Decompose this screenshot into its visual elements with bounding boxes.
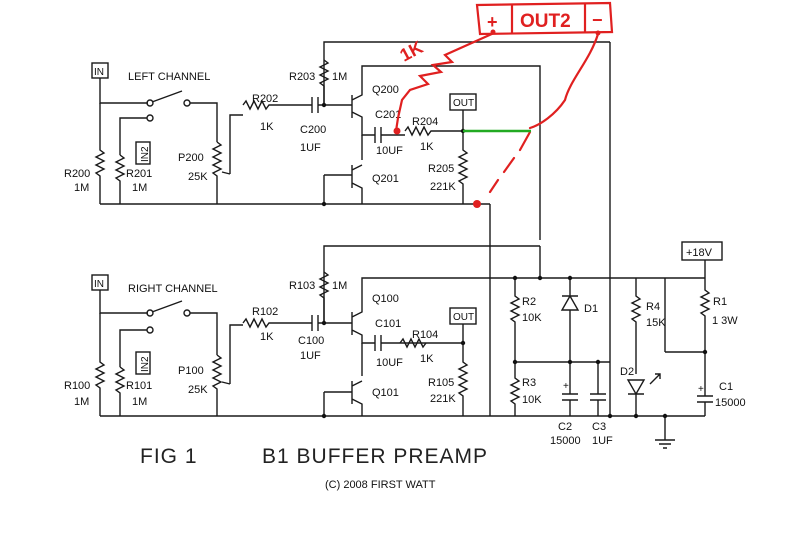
d2-label: D2 <box>620 366 634 378</box>
left-channel: IN LEFT CHANNEL IN2 R200 1M R201 1M P200… <box>64 41 610 240</box>
left-out-label: OUT <box>453 98 474 109</box>
q200-label: Q200 <box>372 84 399 96</box>
r103-label: R103 <box>289 280 315 292</box>
r103-value: 1M <box>332 280 347 292</box>
r200-value: 1M <box>74 182 89 194</box>
r204-label: R204 <box>412 116 438 128</box>
right-channel: IN RIGHT CHANNEL IN2 R100 1M R101 1M P10… <box>64 245 705 419</box>
out2-minus: − <box>592 10 603 30</box>
out2-box <box>475 1 614 36</box>
r200-label: R200 <box>64 168 90 180</box>
left-in-label: IN <box>94 67 104 78</box>
q100-label: Q100 <box>372 293 399 305</box>
r4-label: R4 <box>646 301 660 313</box>
figure-title: B1 BUFFER PREAMP <box>262 445 488 468</box>
q201-label: Q201 <box>372 173 399 185</box>
d1-label: D1 <box>584 303 598 315</box>
c1-label: C1 <box>719 381 733 393</box>
right-channel-label: RIGHT CHANNEL <box>128 283 218 295</box>
c200-value: 1UF <box>300 142 321 154</box>
figure-number: FIG 1 <box>140 445 198 468</box>
v18-label: +18V <box>686 247 713 259</box>
c101-value: 10UF <box>376 357 403 369</box>
c100-value: 1UF <box>300 350 321 362</box>
r205-label: R205 <box>428 163 454 175</box>
power-supply: R2 10K D1 R3 10K + C2 15000 C3 1UF R4 15… <box>489 42 746 449</box>
right-in-label: IN <box>94 279 104 290</box>
c3-value: 1UF <box>592 435 613 447</box>
p100-label: P100 <box>178 365 204 377</box>
r3-value: 10K <box>522 394 542 406</box>
r105-label: R105 <box>428 377 454 389</box>
r104-value: 1K <box>420 353 434 365</box>
p100-value: 25K <box>188 384 208 396</box>
c200-label: C200 <box>300 124 326 136</box>
p200-value: 25K <box>188 171 208 183</box>
hand-annotations: + OUT2 − 1K <box>393 1 614 208</box>
r204-value: 1K <box>420 141 434 153</box>
r201-label: R201 <box>126 168 152 180</box>
left-in2-box <box>135 141 151 165</box>
r100-value: 1M <box>74 396 89 408</box>
r1-value: 1 3W <box>712 315 738 327</box>
r202-value: 1K <box>260 121 274 133</box>
c100-label: C100 <box>298 335 324 347</box>
right-in2-label: IN2 <box>140 356 151 372</box>
r201-value: 1M <box>132 182 147 194</box>
r2-value: 10K <box>522 312 542 324</box>
svg-text:+: + <box>698 384 704 395</box>
c2-value: 15000 <box>550 435 581 447</box>
r101-value: 1M <box>132 396 147 408</box>
v18-box <box>681 241 723 261</box>
p200-label: P200 <box>178 152 204 164</box>
out2-plus: + <box>487 12 498 32</box>
r105-value: 221K <box>430 393 456 405</box>
svg-text:+: + <box>563 381 569 392</box>
left-in2-label: IN2 <box>140 146 151 162</box>
r101-label: R101 <box>126 380 152 392</box>
out2-label: OUT2 <box>520 11 571 32</box>
r3-label: R3 <box>522 377 536 389</box>
q101-label: Q101 <box>372 387 399 399</box>
c3-label: C3 <box>592 421 606 433</box>
r202-label: R202 <box>252 93 278 105</box>
c101-label: C101 <box>375 318 401 330</box>
r203-label: R203 <box>289 71 315 83</box>
left-channel-label: LEFT CHANNEL <box>128 71 210 83</box>
r102-label: R102 <box>252 306 278 318</box>
r104-label: R104 <box>412 329 438 341</box>
r1-label: R1 <box>713 296 727 308</box>
c201-label: C201 <box>375 109 401 121</box>
copyright: (C) 2008 FIRST WATT <box>325 479 436 491</box>
r205-value: 221K <box>430 181 456 193</box>
r203-value: 1M <box>332 71 347 83</box>
r102-value: 1K <box>260 331 274 343</box>
right-in2-box <box>135 351 151 375</box>
c1-value: 15000 <box>715 397 746 409</box>
r4-value: 15K <box>646 317 666 329</box>
c2-label: C2 <box>558 421 572 433</box>
r100-label: R100 <box>64 380 90 392</box>
right-out-label: OUT <box>453 312 474 323</box>
r2-label: R2 <box>522 296 536 308</box>
c201-value: 10UF <box>376 145 403 157</box>
